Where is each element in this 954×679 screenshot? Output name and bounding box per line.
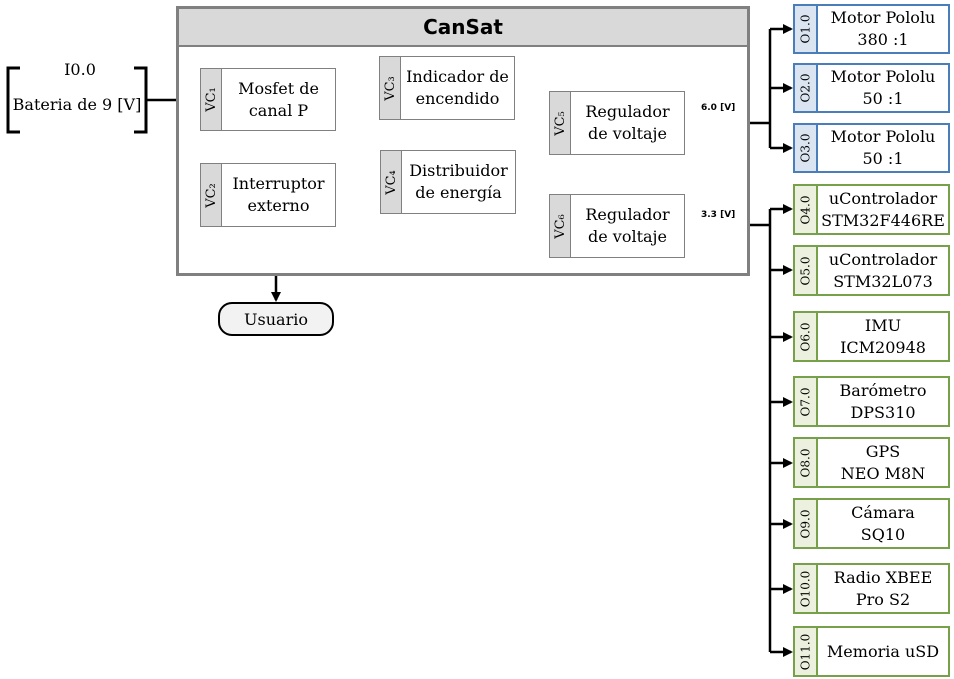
output-tag: O7.0 [795,378,818,425]
output-tag: O8.0 [795,439,818,486]
output-sd-memory: O11.0 Memoria uSD [793,626,950,677]
output-tag: O6.0 [795,313,818,360]
block-tag: VC₆ [550,195,571,257]
voltage-label-6v: 6.0 [V] [701,103,736,113]
output-text: Memoria uSD [826,641,940,661]
block-tag: VC₁ [201,69,222,130]
output-tag: O10.0 [795,565,818,612]
user-node: Usuario [218,302,334,336]
output-tag: O11.0 [795,628,818,675]
block-tag: VC₄ [381,151,402,213]
block-tag: VC₅ [550,92,571,154]
battery-bracket-left [6,66,20,134]
voltage-label-3v3: 3.3 [V] [701,210,736,220]
output-tag: O1.0 [795,6,818,52]
output-tag: O2.0 [795,65,818,111]
block-tag: VC₃ [380,57,401,119]
battery-channel: I0.0 [64,60,96,79]
battery-label: Bateria de 9 [V] [12,95,142,114]
cansat-title: CanSat [179,9,747,47]
output-tag: O5.0 [795,247,818,294]
output-tag: O9.0 [795,500,818,547]
block-tag: VC₂ [201,164,222,226]
output-tag: O3.0 [795,125,818,171]
output-tag: O4.0 [795,186,818,233]
